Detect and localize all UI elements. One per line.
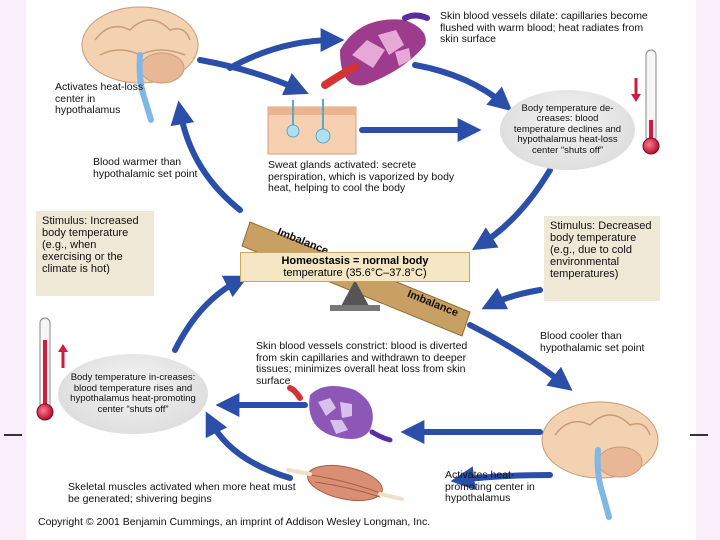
stimulus-increased-box: Stimulus: Increased body temperature (e.… — [36, 211, 154, 296]
label-activates-heat-promoting: Activates heat-promoting center in hypot… — [445, 469, 535, 504]
label-skin-dilate: Skin blood vessels dilate: capillaries b… — [440, 10, 648, 45]
label-body-temp-increases: Body temperature in-creases: blood tempe… — [70, 372, 196, 415]
thermometer-falling-icon — [631, 49, 660, 155]
label-skeletal-muscles: Skeletal muscles activated when more hea… — [68, 481, 296, 505]
label-skin-constrict: Skin blood vessels constrict: blood is d… — [256, 340, 468, 387]
label-homeostasis-title: Homeostasis = normal body — [281, 255, 429, 267]
label-stimulus-increased: Stimulus: Increased body temperature (e.… — [42, 215, 139, 275]
label-sweat-glands: Sweat glands activated: secrete perspira… — [268, 159, 455, 194]
dilated-vessels-icon — [321, 12, 430, 89]
brain-top-icon — [81, 6, 199, 123]
label-body-temp-decreases: Body temperature de-creases: blood tempe… — [513, 102, 622, 156]
label-homeostasis-range: temperature (35.6°C–37.8°C) — [283, 267, 427, 279]
stimulus-decreased-box: Stimulus: Decreased body temperature (e.… — [544, 216, 660, 301]
copyright-text: Copyright © 2001 Benjamin Cummings, an i… — [38, 516, 431, 528]
right-dash — [690, 434, 708, 436]
left-dash — [4, 434, 22, 436]
homeostasis-box: Homeostasis = normal body temperature (3… — [240, 252, 470, 282]
muscle-icon — [286, 464, 404, 502]
label-stimulus-decreased: Stimulus: Decreased body temperature (e.… — [550, 220, 652, 280]
sweat-gland-skin-icon — [267, 99, 357, 155]
label-activates-heat-loss: Activates heat-loss center in hypothalam… — [55, 81, 144, 116]
label-blood-cooler: Blood cooler than hypothalamic set point — [540, 330, 645, 354]
constricted-vessels-icon — [287, 385, 393, 443]
brain-bottom-icon — [541, 401, 659, 520]
body-temp-increases-oval: Body temperature in-creases: blood tempe… — [58, 354, 208, 434]
body-temp-decreases-oval: Body temperature de-creases: blood tempe… — [500, 90, 635, 170]
feedback-arrows — [170, 28, 573, 491]
thermometer-rising-icon — [36, 317, 68, 421]
label-blood-warmer: Blood warmer than hypothalamic set point — [93, 156, 198, 180]
